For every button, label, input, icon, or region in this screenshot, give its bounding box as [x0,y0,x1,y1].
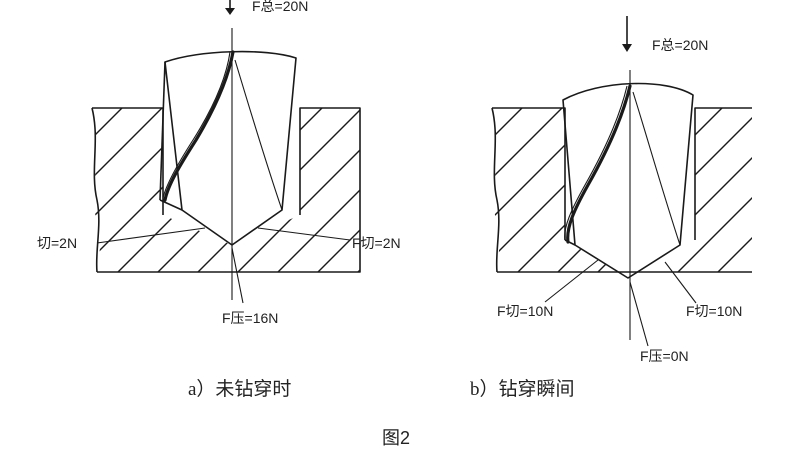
leader-cut-left-b [544,259,599,303]
label-cut-right-a: F切=2N [352,235,401,251]
label-press-b: F压=0N [640,348,689,364]
caption-a: a）未钻穿时 [188,378,291,400]
label-cut-left-a: 切=2N [37,235,77,251]
diagram-b: F总=20N F切=10N F切=10N F压=0N b）钻穿瞬间 [470,16,752,400]
force-arrowhead-b [622,44,632,52]
label-total-force-a: F总=20N [252,0,308,14]
caption-b: b）钻穿瞬间 [470,378,575,400]
drill-bit-b [562,82,694,279]
label-total-force-b: F总=20N [652,37,708,53]
leader-press-b [629,281,649,347]
leader-cut-right-a [257,227,351,241]
leader-press-a [231,247,244,304]
label-cut-right-b: F切=10N [686,303,742,319]
figure-label: 图2 [382,428,410,448]
drill-bit-a [159,50,297,246]
leader-cut-left-a [96,227,206,244]
diagram-a: F总=20N 切=2N F切=2N F压=16N a）未钻穿时 [37,0,401,400]
label-cut-left-b: F切=10N [497,303,553,319]
workpiece-a [91,107,361,273]
force-arrowhead-a [225,8,235,15]
label-press-a: F压=16N [222,310,278,326]
leader-cut-right-b [664,261,697,304]
